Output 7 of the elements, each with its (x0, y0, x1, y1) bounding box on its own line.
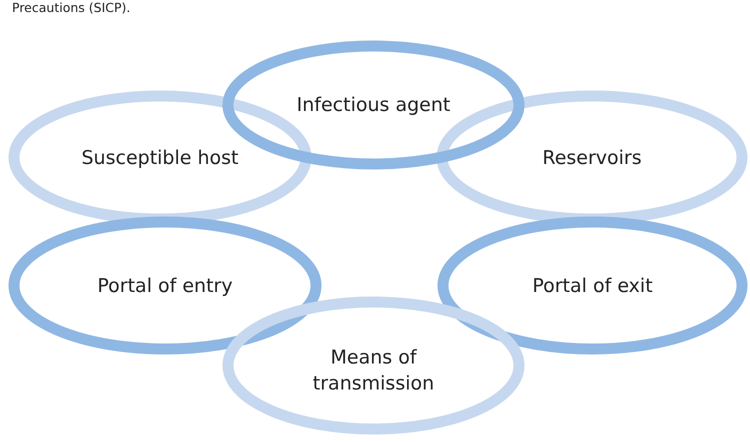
ring-label: Portal of entry (97, 274, 233, 296)
ring-label: Reservoirs (542, 146, 642, 168)
note-text: Precautions (SICP). (12, 1, 130, 15)
ring-label: Portal of exit (532, 274, 653, 296)
ring-label: Means of transmission (312, 345, 436, 396)
ring-label: Infectious agent (296, 94, 450, 116)
ring-label: Susceptible host (82, 146, 238, 168)
